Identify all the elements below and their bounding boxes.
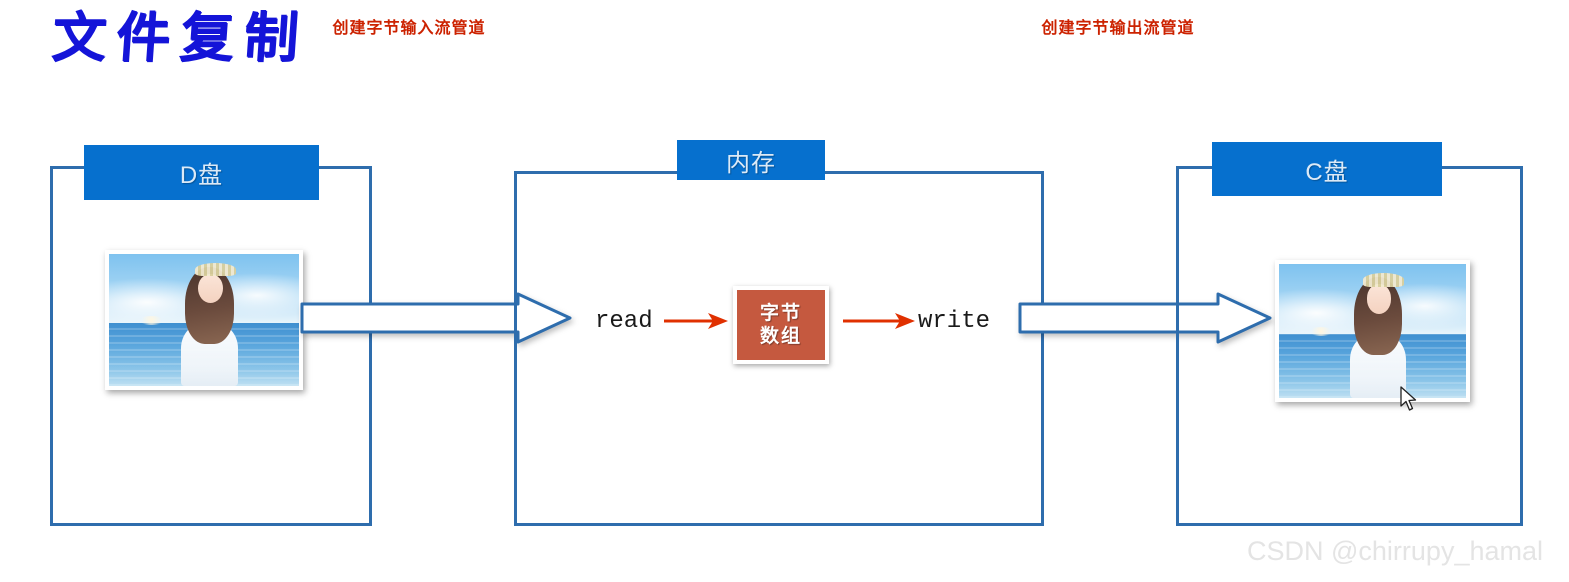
csdn-watermark: CSDN @chirrupy_hamal	[1247, 536, 1543, 566]
panel-banner-c-drive: C盘	[1212, 142, 1442, 196]
photo-flower-crown	[194, 263, 237, 277]
photo-artwork	[1279, 264, 1466, 398]
byte-array-line-1: 字节	[759, 302, 802, 324]
pipeline-label-output-stream: 创建字节输出流管道	[1041, 20, 1195, 37]
arrow-buffer-to-write-icon	[843, 312, 915, 330]
byte-array-buffer: 字节 数组	[733, 286, 829, 364]
panel-banner-d-drive: D盘	[84, 145, 319, 200]
photo-artwork	[109, 254, 299, 386]
panel-banner-memory: 内存	[677, 140, 825, 180]
mouse-cursor-icon	[1400, 386, 1418, 412]
read-operation-label: read	[595, 308, 653, 335]
photo-flower-crown	[1363, 273, 1405, 287]
pipeline-label-input-stream: 创建字节输入流管道	[332, 20, 486, 37]
photo-face	[198, 273, 223, 303]
photo-face	[1366, 284, 1392, 314]
destination-photo-thumbnail	[1275, 260, 1470, 402]
pipeline-arrow-output-stream	[1018, 292, 1272, 344]
photo-sun-glow	[139, 316, 165, 326]
pipeline-arrow-input-stream	[300, 292, 572, 344]
write-operation-label: write	[918, 308, 991, 335]
photo-sun-glow	[1308, 326, 1334, 337]
arrow-read-to-buffer-icon	[664, 312, 728, 330]
source-photo-thumbnail	[105, 250, 303, 390]
page-title: 文件复制	[49, 6, 311, 69]
byte-array-line-2: 数组	[759, 326, 802, 347]
